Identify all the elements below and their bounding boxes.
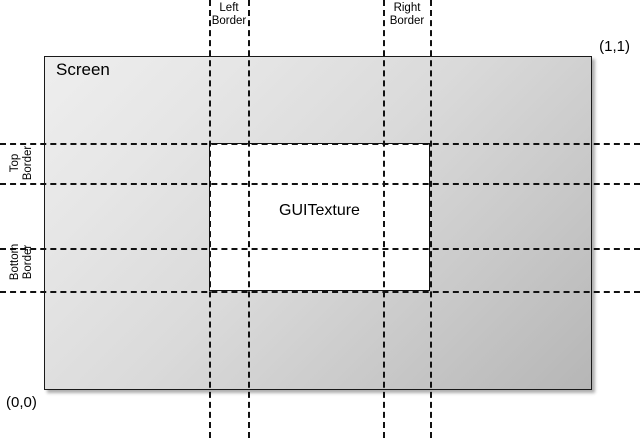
screen-label: Screen [56, 60, 110, 79]
guide-line-vertical-right-inner [383, 0, 385, 438]
bottom-border-label: Bottom Border [9, 243, 34, 281]
coordinate-bottom-left: (0,0) [6, 394, 37, 411]
guide-line-horizontal-top-outer [0, 143, 640, 145]
guide-line-vertical-left-inner [248, 0, 250, 438]
guide-line-vertical-right-outer [430, 0, 432, 438]
guitexture-rectangle [209, 143, 430, 291]
guide-line-vertical-left-outer [209, 0, 211, 438]
guitexture-label: GUITexture [279, 202, 360, 219]
top-border-label: Top Border [9, 145, 34, 181]
coordinate-top-right: (1,1) [599, 38, 630, 55]
right-border-label: Right Border [389, 2, 425, 27]
left-border-label: Left Border [211, 2, 247, 27]
guide-line-horizontal-bottom-inner [0, 248, 640, 250]
guide-line-horizontal-top-inner [0, 183, 640, 185]
guide-line-horizontal-bottom-outer [0, 291, 640, 293]
